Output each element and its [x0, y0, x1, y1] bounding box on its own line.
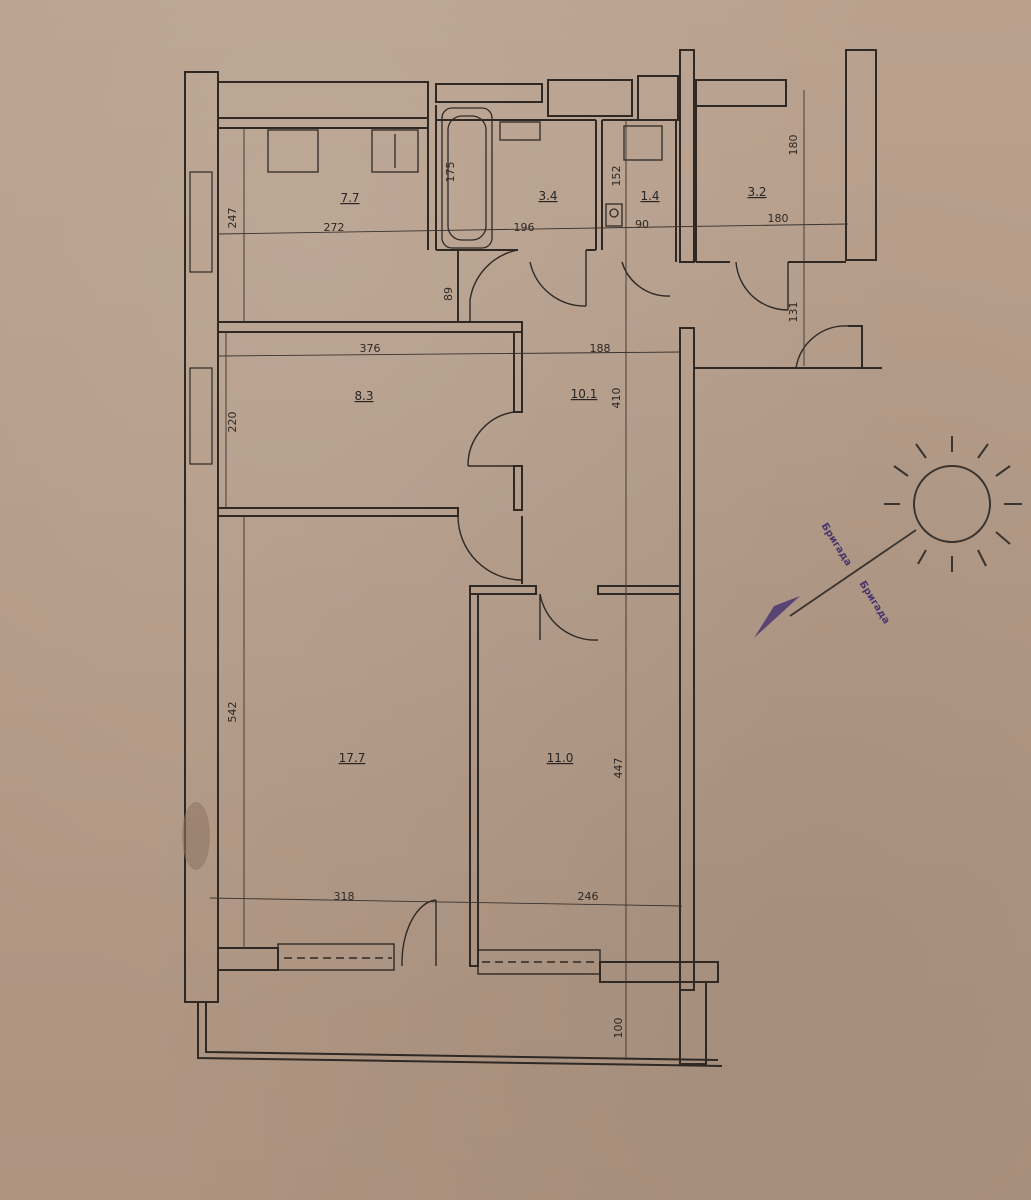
dim-152: 152: [610, 166, 623, 187]
sun-icon: [789, 436, 1022, 617]
sun-ray: [977, 443, 989, 459]
stamp-arrow-icon: [754, 596, 800, 638]
entrance-wall: [694, 325, 863, 369]
sun-ray: [977, 549, 987, 567]
left-exterior-wall: [184, 71, 219, 1003]
hall-right-wall: [679, 327, 695, 991]
bottom-wall-right: [599, 961, 719, 983]
bedroom-door-swing: [539, 593, 599, 641]
dim-220: 220: [226, 412, 239, 433]
room-area-bedroom: 11.0: [547, 751, 574, 765]
bottom-wall-left: [217, 947, 279, 971]
dim-90: 90: [635, 218, 649, 231]
sun-ray: [893, 465, 909, 477]
room-area-storage: 3.2: [747, 185, 766, 199]
bathtub: [441, 107, 493, 249]
partition-storage-left: [679, 49, 695, 263]
balcony-windows: [277, 899, 601, 975]
bedroom-top-wall-left: [469, 585, 537, 595]
dim-376: 376: [360, 342, 381, 355]
room-areas: 7.7 3.4 1.4 3.2 8.3 10.1 17.7 11.0: [339, 185, 767, 765]
storage-door-swing: [735, 261, 789, 311]
fixtures: [267, 107, 663, 249]
sun-ray: [995, 465, 1011, 477]
room-area-wc: 1.4: [640, 189, 659, 203]
stamp: Бригада Бригада: [754, 521, 892, 638]
door-swings: [457, 249, 849, 641]
sun-disc: [913, 465, 991, 543]
dim-318: 318: [334, 890, 355, 903]
wc-toilet: [605, 203, 623, 227]
dimension-line-top: [217, 223, 849, 235]
dim-447: 447: [612, 758, 625, 779]
sun-ray: [995, 531, 1011, 545]
partition-bedroom-living: [217, 507, 459, 517]
sun-ray: [915, 443, 927, 459]
washbasin: [499, 121, 541, 141]
kitchen-stove: [267, 129, 319, 173]
dimension-labels: 247 272 175 196 152 90 180 180 89 131 37…: [226, 135, 800, 1039]
dim-246: 246: [578, 890, 599, 903]
room-area-bedroom-small: 8.3: [354, 389, 373, 403]
room-area-kitchen: 7.7: [340, 191, 359, 205]
entrance-door-swing: [795, 325, 849, 369]
living-door-swing: [457, 515, 523, 581]
bedroom-top-wall-right: [597, 585, 681, 595]
kitchen-door-swing: [469, 249, 519, 301]
living-window: [277, 943, 395, 971]
bottom-wall-column: [679, 981, 707, 1065]
wc-door-swing: [621, 261, 671, 297]
sun-ray: [917, 549, 927, 565]
balcony-outline: [197, 1002, 723, 1067]
right-wall-storage: [845, 49, 877, 261]
dim-410: 410: [610, 388, 623, 409]
balcony-inner-outline: [205, 1002, 719, 1061]
partition-living-bedroom: [469, 593, 479, 967]
bedroom-small-door-swing: [467, 411, 515, 467]
stamp-text-bottom: Бригада: [857, 579, 892, 626]
sun-direction-line: [789, 529, 917, 617]
bedroom-small-right-partition-bottom: [513, 465, 523, 511]
dim-542: 542: [226, 702, 239, 723]
wc-toilet-bowl: [609, 208, 619, 218]
dimension-lines: [209, 90, 849, 1060]
stamp-text-top: Бригада: [819, 521, 854, 568]
top-wall-kitchen: [217, 81, 429, 119]
dim-89: 89: [442, 287, 455, 301]
walls: [184, 49, 882, 1067]
wc-tank: [623, 125, 663, 161]
dim-131: 131: [787, 302, 800, 323]
partition-kitchen-bedroom: [217, 321, 523, 333]
dim-180-horizontal: 180: [768, 212, 789, 225]
bedroom-window: [477, 949, 601, 975]
window-bedroom-small: [189, 367, 213, 465]
dimension-line-mid: [217, 351, 681, 357]
top-wall-wc: [547, 79, 633, 117]
balcony-door-swing: [401, 899, 437, 967]
dim-196: 196: [514, 221, 535, 234]
dim-175: 175: [444, 162, 457, 183]
paper-stain: [182, 802, 210, 870]
room-area-hall: 10.1: [571, 387, 598, 401]
bathtub-inner: [447, 115, 487, 241]
window-kitchen: [189, 171, 213, 273]
room-area-bath: 3.4: [538, 189, 557, 203]
dimension-line-bottom: [209, 897, 683, 907]
top-wall-corner: [637, 75, 679, 121]
top-wall-storage: [695, 79, 787, 107]
dim-188: 188: [590, 342, 611, 355]
bedroom-small-right-partition-top: [513, 331, 523, 413]
dim-180-vertical: 180: [787, 135, 800, 156]
kitchen-sink: [371, 129, 419, 173]
dim-100: 100: [612, 1018, 625, 1039]
dim-247: 247: [226, 208, 239, 229]
room-area-living: 17.7: [339, 751, 366, 765]
top-wall-bath: [435, 83, 543, 103]
dim-272: 272: [324, 221, 345, 234]
bath-door-swing: [529, 261, 587, 307]
